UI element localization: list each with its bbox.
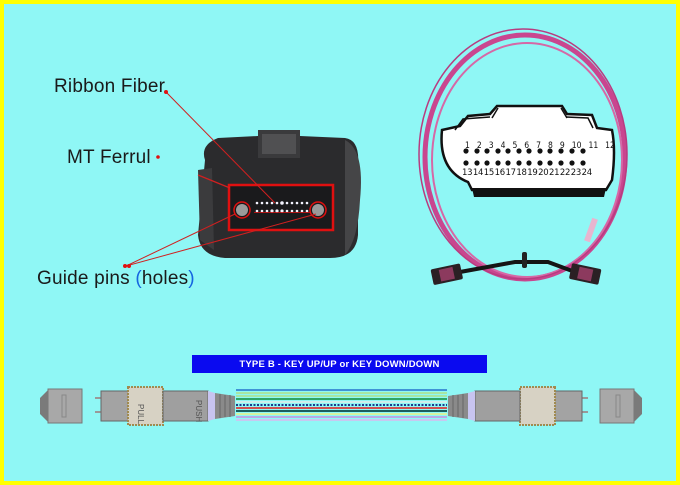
type-b-banner: TYPE B - KEY UP/UP or KEY DOWN/DOWN	[192, 355, 487, 373]
mt-ferrule-label: MT Ferrul	[67, 147, 151, 168]
pinout-dots	[463, 148, 586, 166]
pull-text: PULL	[136, 404, 145, 425]
type-b-cable-assembly: PULL PUSH	[40, 386, 642, 426]
ribbon-fiber-label: Ribbon Fiber	[54, 76, 166, 97]
guide-pins-label: Guide pins (holes)	[37, 268, 195, 289]
mpo-cable-loop	[418, 28, 628, 285]
push-text: PUSH	[194, 400, 203, 422]
pinout-diagram	[440, 104, 616, 197]
mpo-connector-photo	[123, 28, 628, 285]
